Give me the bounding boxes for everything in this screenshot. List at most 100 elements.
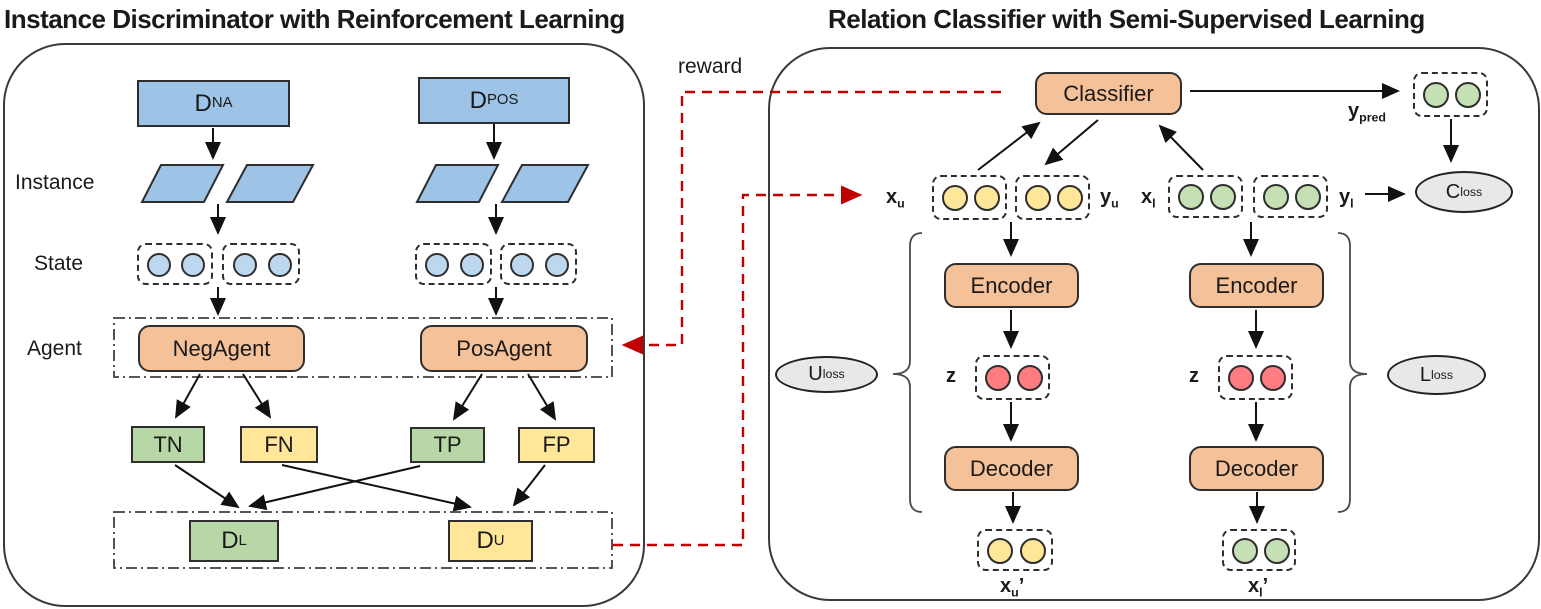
x-u-prime-box <box>977 529 1053 571</box>
x-l-label: xl <box>1141 186 1156 210</box>
y-pred-circle <box>1423 82 1449 108</box>
x-l-prime-post: ’ <box>1262 575 1269 597</box>
dataset-pos-sub: POS <box>486 92 519 109</box>
z-u-circle <box>1017 365 1043 391</box>
x-l-prime-circle <box>1232 538 1258 564</box>
y-u-circle <box>1025 185 1051 211</box>
labeled-set-main: D <box>221 527 239 554</box>
y-u-circle <box>1057 185 1083 211</box>
x-u-prime-sub: u <box>1011 585 1019 600</box>
u-loss-sub: loss <box>822 367 845 382</box>
tp-box: TP <box>410 427 485 463</box>
y-u-label: yu <box>1100 186 1119 210</box>
x-l-circle <box>1178 184 1204 210</box>
fn-box: FN <box>240 426 318 463</box>
tn-box: TN <box>131 426 205 463</box>
x-u-prime-circle <box>987 538 1013 564</box>
unlabeled-set-main: D <box>476 527 494 554</box>
x-l-main: x <box>1141 186 1153 208</box>
y-pred-label: ypred <box>1348 100 1386 124</box>
z-l-circle <box>1228 365 1254 391</box>
state-circle <box>545 253 569 277</box>
z-l-circle <box>1260 365 1286 391</box>
y-pred-circle <box>1455 82 1481 108</box>
right-panel-title: Relation Classifier with Semi-Supervised… <box>828 4 1425 34</box>
x-l-prime-label: xl’ <box>1248 575 1268 599</box>
state-box <box>415 243 492 285</box>
z-u-circle <box>985 365 1011 391</box>
row-label-instance: Instance <box>15 171 95 194</box>
left-panel-title: Instance Discriminator with Reinforcemen… <box>4 4 625 34</box>
y-pred-main: y <box>1348 100 1360 122</box>
state-box <box>500 243 577 285</box>
row-label-state: State <box>34 252 84 275</box>
x-u-prime-label: xu’ <box>1000 575 1024 599</box>
c-loss-main: C <box>1445 180 1461 203</box>
y-l-box <box>1253 175 1328 218</box>
x-u-prime-post: ’ <box>1018 575 1025 597</box>
z-u-label: z <box>946 365 956 387</box>
classifier-box: Classifier <box>1035 72 1182 115</box>
x-l-prime-main: x <box>1248 575 1260 597</box>
y-u-sub: u <box>1111 196 1119 211</box>
x-l-box <box>1168 175 1243 218</box>
state-box <box>222 243 300 285</box>
z-l-label: z <box>1189 365 1199 387</box>
encoder-u-box: Encoder <box>944 263 1079 308</box>
y-l-circle <box>1263 184 1289 210</box>
reward-label: reward <box>678 55 743 78</box>
y-pred-sub: pred <box>1359 110 1386 125</box>
l-loss-main: L <box>1419 363 1432 386</box>
y-l-circle <box>1295 184 1321 210</box>
x-u-sub: u <box>897 196 905 211</box>
state-circle <box>510 253 534 277</box>
x-u-prime-circle <box>1020 538 1046 564</box>
state-circle <box>147 253 171 277</box>
state-circle <box>268 253 292 277</box>
decoder-u-box: Decoder <box>944 446 1079 491</box>
state-box <box>137 243 213 285</box>
y-l-label: yl <box>1339 186 1354 210</box>
dataset-na-main: D <box>194 89 212 117</box>
y-l-sub: l <box>1350 196 1354 211</box>
x-u-circle <box>942 185 968 211</box>
x-u-prime-main: x <box>1000 575 1012 597</box>
x-l-prime-circle <box>1264 538 1290 564</box>
x-l-prime-sub: l <box>1259 585 1263 600</box>
labeled-set-sub: L <box>238 532 247 549</box>
dataset-na-sub: NA <box>211 95 233 112</box>
y-pred-box <box>1413 72 1488 117</box>
x-l-prime-box <box>1222 529 1296 571</box>
u-loss-main: U <box>808 363 823 385</box>
x-l-sub: l <box>1152 196 1156 211</box>
dataset-pos-main: D <box>469 86 487 114</box>
pos-agent-box: PosAgent <box>420 325 588 372</box>
z-u-box <box>975 355 1050 400</box>
neg-agent-box: NegAgent <box>138 325 305 372</box>
x-u-box <box>932 175 1007 220</box>
decoder-l-box: Decoder <box>1189 446 1324 491</box>
y-l-main: y <box>1339 186 1351 208</box>
state-circle <box>425 253 449 277</box>
x-l-circle <box>1210 184 1236 210</box>
state-circle <box>181 253 205 277</box>
x-u-main: x <box>886 186 898 208</box>
state-circle <box>233 253 257 277</box>
row-label-agent: Agent <box>27 337 82 360</box>
y-u-main: y <box>1100 186 1112 208</box>
z-l-box <box>1218 355 1293 400</box>
fp-box: FP <box>518 427 595 463</box>
l-loss-sub: loss <box>1431 367 1454 382</box>
unlabeled-set-sub: U <box>493 532 505 549</box>
c-loss-sub: loss <box>1460 184 1483 199</box>
x-u-circle <box>974 185 1000 211</box>
x-u-label: xu <box>886 186 905 210</box>
